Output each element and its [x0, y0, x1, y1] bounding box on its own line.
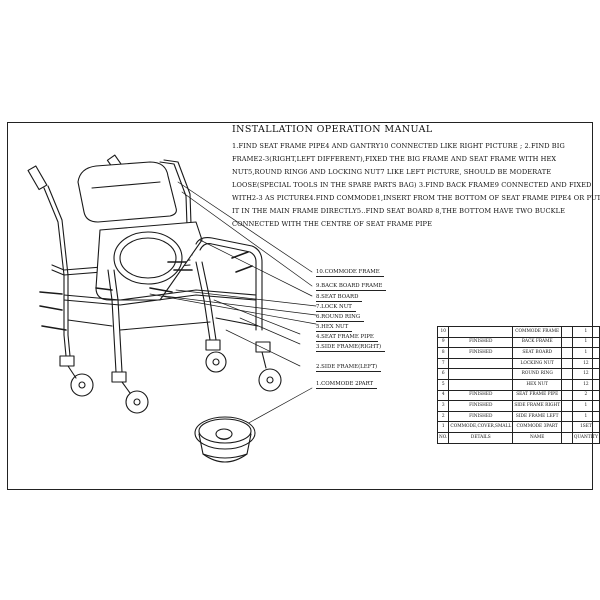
table-cell — [561, 357, 573, 370]
instruction-line: 1.FIND SEAT FRAME PIPE4 AND GANTRY10 CON… — [232, 142, 565, 150]
table-cell: 12 — [571, 378, 600, 391]
table-row: 5 HEX NUT 12 — [436, 378, 600, 391]
table-cell — [561, 421, 573, 433]
table-cell: 1 — [436, 421, 450, 433]
table-cell — [448, 368, 514, 380]
table-cell: LOCKING NUT — [512, 357, 563, 370]
part-label-round-ring: 6.ROUND RING — [316, 314, 365, 322]
table-row: 7 LOCKING NUT 12 — [436, 357, 600, 370]
table-cell: 5 — [436, 378, 450, 391]
part-label-side-frame-right: 3.SIDE FRAME(RIGHT) — [316, 344, 386, 352]
instructions-text: 1.FIND SEAT FRAME PIPE4 AND GANTRY10 CON… — [232, 140, 600, 231]
table-cell: 1 — [571, 336, 600, 349]
caster-front-right — [255, 341, 282, 392]
table-cell — [448, 378, 514, 391]
table-cell: 8 — [436, 347, 450, 359]
instruction-line: LOOSE(SPECIAL TOOLS IN THE SPARE PARTS B… — [232, 181, 592, 189]
table-cell: SEAT FRAME PIPE — [512, 389, 563, 402]
part-label-commode: 1.COMMODE 2PART — [316, 381, 378, 389]
table-cell: SIDE FRAME LEFT — [512, 410, 563, 423]
table-cell: ROUND RING — [512, 368, 563, 380]
table-cell: 10 — [436, 326, 450, 338]
instruction-line: WITH2-3 AS PICTURE4.FIND COMMODE1,INSERT… — [232, 194, 600, 202]
part-label-hex-nut: 5.HEX NUT — [316, 324, 353, 332]
table-cell: FINISHED — [448, 389, 514, 402]
part-label-commode-frame: 10.COMMODE FRAME — [316, 269, 384, 277]
sheet-border — [7, 122, 593, 490]
table-cell: SEAT BOARD — [512, 347, 563, 359]
table-cell: 6 — [436, 368, 450, 380]
table-cell — [561, 410, 573, 423]
table-cell: 1SET — [571, 421, 600, 433]
table-cell: 2 — [571, 389, 600, 402]
caster-front-left — [111, 371, 149, 414]
table-cell — [561, 326, 573, 338]
table-cell: 12 — [571, 368, 600, 380]
table-cell: FINISHED — [448, 336, 514, 349]
table-cell — [561, 336, 573, 349]
table-cell — [448, 326, 514, 338]
instruction-line: FRAME2-3(RIGHT,LEFT DIFFERENT),FIXED THE… — [232, 155, 557, 163]
table-cell: COMMODE 3PART — [512, 421, 563, 433]
table-cell: QUANTITY — [571, 431, 600, 444]
part-label-side-frame-left: 2.SIDE FRAME(LEFT) — [316, 364, 382, 372]
table-cell: 1 — [571, 400, 600, 412]
table-cell — [448, 357, 514, 370]
table-cell: 9 — [436, 336, 450, 349]
table-cell — [561, 347, 573, 359]
table-cell: FINISHED — [448, 410, 514, 423]
table-cell: 1 — [571, 326, 600, 338]
table-row: 6 ROUND RING 12 — [436, 368, 600, 380]
table-cell: DETAILS — [448, 431, 514, 444]
table-row: 10 COMMODE FRAME 1 — [436, 326, 600, 338]
caster-rear-right — [205, 339, 227, 373]
table-cell: NAME — [512, 431, 563, 444]
table-cell: HEX NUT — [512, 378, 563, 391]
instruction-line: CONNECTED WITH THE CENTRE OF SEAT FRAME … — [232, 220, 432, 228]
table-cell: SIDE FRAME RIGHT — [512, 400, 563, 412]
part-label-lock-nut: 7.LOCK NUT — [316, 304, 356, 312]
table-cell: NO. — [436, 431, 450, 444]
instruction-line: IT IN THE MAIN FRAME DIRECTLY5..FIND SEA… — [232, 207, 566, 215]
push-handle-left — [27, 165, 48, 191]
caster-rear-left — [59, 355, 94, 397]
instruction-line: NUT5,ROUND RING6 AND LOCKING NUT7 LIKE L… — [232, 168, 552, 176]
table-cell: 7 — [436, 357, 450, 370]
table-cell: COMMODE,COVER,SMALL — [448, 421, 514, 433]
table-cell — [561, 378, 573, 391]
table-cell — [561, 431, 573, 444]
part-label-seat-board: 8.SEAT BOARD — [316, 294, 363, 302]
assembly-arrows — [39, 251, 253, 331]
leader-lines — [149, 181, 317, 431]
table-cell: 1 — [571, 410, 600, 423]
table-cell: 2 — [436, 410, 450, 423]
table-cell: FINISHED — [448, 347, 514, 359]
table-cell: 4 — [436, 389, 450, 402]
table-cell: FINISHED — [448, 400, 514, 412]
table-cell — [561, 389, 573, 402]
table-cell: 1 — [571, 347, 600, 359]
part-label-seat-frame-pipe: 4.SEAT FRAME PIPE — [316, 334, 378, 342]
table-cell: 12 — [571, 357, 600, 370]
part-label-back-board-frame: 9.BACK BOARD FRAME — [316, 283, 387, 291]
table-cell — [561, 368, 573, 380]
table-cell — [561, 400, 573, 412]
table-cell: COMMODE FRAME — [512, 326, 563, 338]
manual-title: INSTALLATION OPERATION MANUAL — [232, 124, 433, 135]
commode-pot — [194, 416, 256, 463]
table-cell: 3 — [436, 400, 450, 412]
table-cell: BACK FRAME — [512, 336, 563, 349]
